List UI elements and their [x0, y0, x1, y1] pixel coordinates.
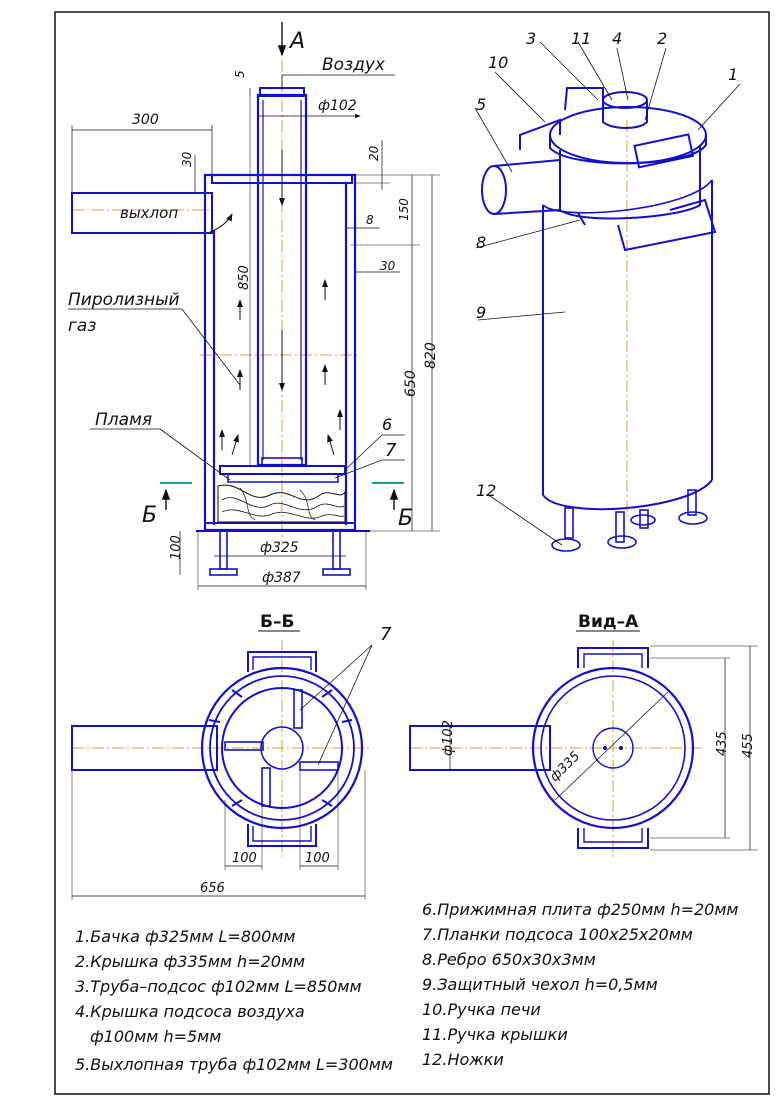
dim-150: 150	[397, 198, 411, 221]
dim-diameter-387: ф387	[262, 570, 301, 586]
callout-11: 11	[571, 29, 591, 48]
callout-2: 2	[657, 29, 667, 48]
dim-435: 435	[715, 731, 730, 756]
part-1: 1.Бачка ф325мм L=800мм	[75, 927, 296, 946]
callout-6: 6	[382, 415, 392, 434]
section-marker-right: Б	[398, 506, 413, 531]
callout-8: 8	[476, 233, 486, 252]
dim-100-leg: 100	[169, 535, 184, 560]
parts-list-left: 1.Бачка ф325мм L=800мм 2.Крышка ф335мм h…	[75, 927, 393, 1074]
dim-diameter-335: ф335	[547, 749, 583, 785]
pyrolysis-gas-label-line1: Пиролизный	[68, 290, 180, 310]
exhaust-label: выхлоп	[120, 204, 178, 222]
callout-7: 7	[385, 440, 397, 461]
isometric-view: 10 3 11 4 2 1 5 8 9 12	[474, 29, 741, 552]
callout-1: 1	[728, 65, 738, 84]
section-bb-title: Б–Б	[260, 612, 294, 632]
part-7: 7.Планки подсоса 100х25х20мм	[422, 925, 693, 944]
dim-diameter-325: ф325	[260, 540, 299, 556]
sheet-frame	[54, 11, 770, 1095]
part-5: 5.Выхлопная труба ф102мм L=300мм	[75, 1055, 393, 1074]
part-4: 4.Крышка подсоса воздуха	[75, 1002, 305, 1021]
callout-12: 12	[476, 481, 496, 500]
dim-650: 650	[403, 370, 419, 397]
dim-100-a: 100	[232, 851, 257, 866]
part-4-cont: ф100мм h=5мм	[90, 1027, 221, 1046]
dim-diameter-102-view: ф102	[441, 720, 456, 756]
front-section-view: A Б Б Воздух 5 ф102 300 30 выхлоп	[68, 22, 440, 590]
callout-4: 4	[612, 29, 622, 48]
view-a: Вид–А ф335 ф102 435 455	[409, 612, 758, 860]
section-bb-view: Б–Б 7 1	[71, 612, 392, 900]
part-9: 9.Защитный чехол h=0,5мм	[422, 975, 658, 994]
part-12: 12.Ножки	[422, 1050, 504, 1069]
dim-30-right: 30	[380, 259, 396, 273]
part-2: 2.Крышка ф335мм h=20мм	[75, 952, 305, 971]
dim-100-b: 100	[305, 851, 330, 866]
part-6: 6.Прижимная плита ф250мм h=20мм	[422, 900, 739, 919]
dim-30-left: 30	[180, 151, 194, 167]
flame-label: Пламя	[95, 410, 152, 430]
section-marker-left: Б	[142, 503, 157, 528]
section-callout-7: 7	[380, 624, 392, 645]
part-10: 10.Ручка печи	[422, 1000, 541, 1019]
parts-list-right: 6.Прижимная плита ф250мм h=20мм 7.Планки…	[422, 900, 739, 1069]
dim-850: 850	[237, 265, 252, 290]
callout-5: 5	[476, 95, 486, 114]
callout-10: 10	[488, 53, 508, 72]
view-a-marker: A	[288, 29, 305, 54]
dim-300: 300	[132, 112, 159, 128]
part-8: 8.Ребро 650х30х3мм	[422, 950, 596, 969]
dim-8: 8	[366, 213, 374, 227]
dim-5: 5	[233, 70, 247, 78]
dim-20: 20	[367, 145, 381, 161]
dim-820: 820	[423, 342, 439, 369]
dim-656: 656	[200, 881, 225, 896]
callout-3: 3	[526, 29, 536, 48]
pyrolysis-gas-label-line2: газ	[68, 316, 96, 336]
part-3: 3.Труба–подсос ф102мм L=850мм	[75, 977, 362, 996]
callout-9: 9	[476, 303, 486, 322]
dim-diameter-102-top: ф102	[318, 98, 357, 114]
part-11: 11.Ручка крышки	[422, 1025, 568, 1044]
dim-455: 455	[741, 733, 756, 758]
view-a-title: Вид–А	[578, 612, 639, 632]
air-label: Воздух	[322, 55, 386, 75]
